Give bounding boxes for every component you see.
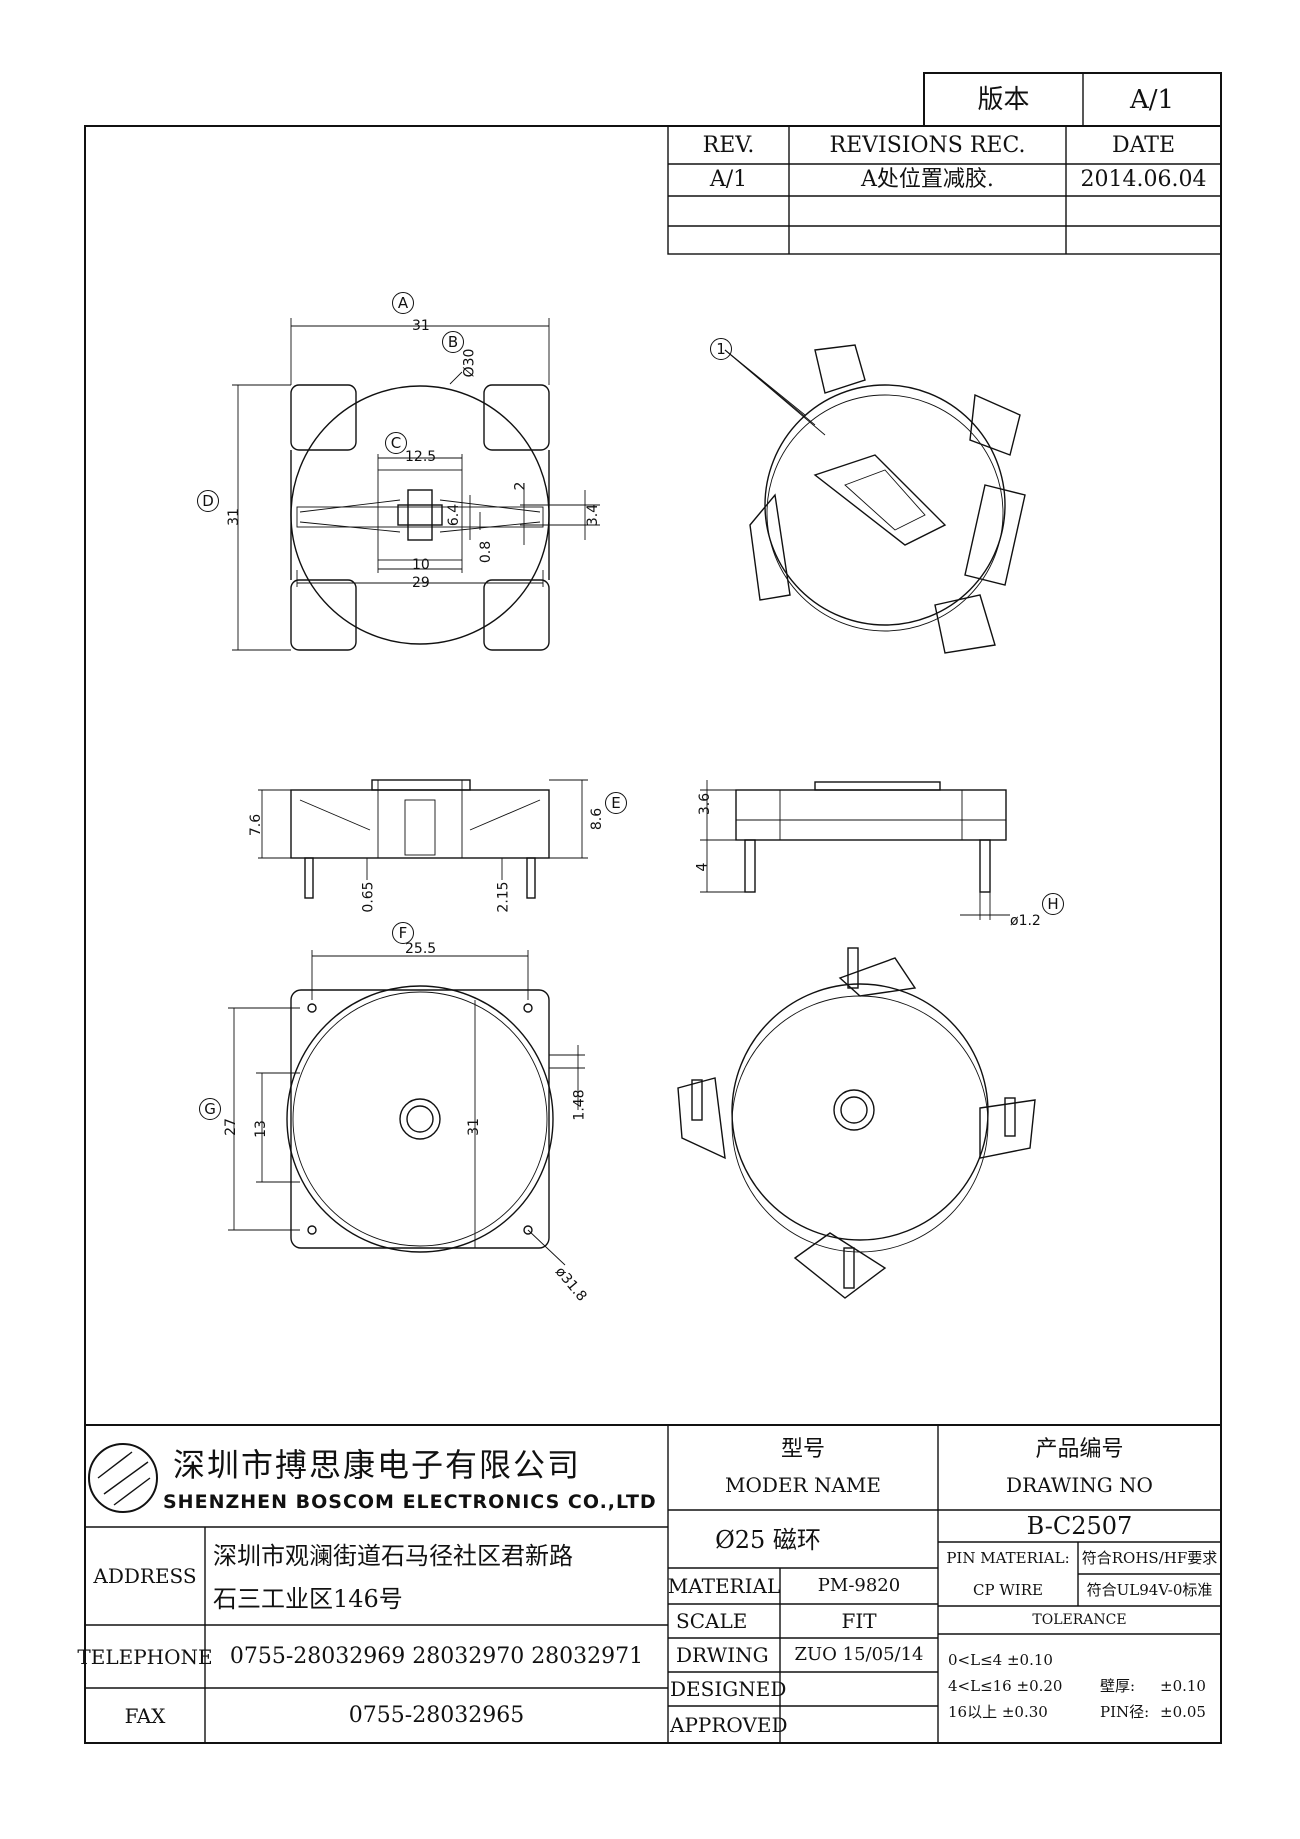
approved-label: APPROVED [670, 1712, 788, 1737]
model-label-en: MODER NAME [725, 1473, 881, 1497]
callout-d: D [197, 490, 219, 512]
tolerance-label: TOLERANCE [1032, 1612, 1127, 1628]
dim-pin: ø1.2 [1010, 913, 1041, 929]
model-value: Ø25 磁环 [715, 1526, 821, 1554]
wall-thickness-label: 壁厚: [1100, 1676, 1136, 1695]
rev-header: REV. [702, 133, 755, 158]
dim-3-6: 3.6 [697, 792, 714, 816]
callout-e: E [605, 792, 627, 814]
version-label: 版本 [977, 84, 1030, 115]
cp-wire-label: CP WIRE [973, 1580, 1043, 1599]
tolerance-row-2: 4<L≤16 ±0.20 [948, 1676, 1063, 1695]
fax-label: FAX [124, 1703, 166, 1728]
bottom-view [228, 950, 585, 1266]
tolerance-row-3: 16以上 ±0.30 [948, 1702, 1048, 1721]
fax-value: 0755-28032965 [348, 1702, 525, 1728]
dim-c: 12.5 [405, 449, 437, 465]
dim-3-4: 3.4 [585, 503, 602, 527]
dim-29: 29 [412, 575, 430, 591]
revision-date: 2014.06.04 [1080, 167, 1207, 192]
scale-value: FIT [841, 1609, 877, 1633]
telephone-label: TELEPHONE [77, 1644, 213, 1669]
company-logo [88, 1443, 158, 1513]
dim-8-6: 8.6 [589, 807, 606, 831]
callout-g: G [199, 1098, 221, 1120]
dim-13: 13 [252, 1120, 269, 1138]
dim-1-48: 1.48 [571, 1089, 588, 1121]
callout-b: B [442, 331, 464, 353]
iso-view-top [724, 344, 1026, 654]
dim-27: 27 [222, 1118, 239, 1136]
callout-f: F [392, 922, 414, 944]
drawing-value: B-C2507 [1026, 1512, 1133, 1540]
callout-c: C [385, 432, 407, 454]
title-block-frame [84, 1424, 1222, 1744]
company-name-en: SHENZHEN BOSCOM ELECTRONICS CO.,LTD [163, 1490, 657, 1513]
callout-h: H [1042, 893, 1064, 915]
date-header: DATE [1111, 133, 1176, 158]
scale-label: SCALE [676, 1609, 748, 1633]
dim-6-4: 6.4 [446, 503, 463, 527]
top-view [232, 318, 600, 651]
callout-1: 1 [710, 338, 732, 360]
drwing-value: ZUO 15/05/14 [794, 1644, 924, 1665]
address-line-2: 石三工业区146号 [213, 1585, 403, 1613]
drawing-label-cn: 产品编号 [1035, 1437, 1124, 1462]
address-label: ADDRESS [93, 1564, 197, 1588]
pin-material-label: PIN MATERIAL: [946, 1548, 1070, 1567]
pin-diameter-value: ±0.05 [1160, 1702, 1206, 1721]
dim-0-65: 0.65 [360, 881, 377, 913]
rev-value: A/1 [709, 167, 748, 192]
tolerance-row-1: 0<L≤4 ±0.10 [948, 1650, 1053, 1669]
dim-25-5: 25.5 [405, 941, 437, 957]
version-value: A/1 [1129, 84, 1175, 115]
callout-a: A [392, 292, 414, 314]
dim-2-15: 2.15 [495, 881, 512, 913]
wall-thickness-value: ±0.10 [1160, 1676, 1206, 1695]
designed-label: DESIGNED [670, 1677, 787, 1701]
revisions-rec-header: REVISIONS REC. [829, 133, 1026, 158]
pin-material-value: 符合ROHS/HF要求 [1081, 1548, 1218, 1567]
company-name-cn: 深圳市搏思康电子有限公司 [173, 1446, 582, 1484]
pin-diameter-label: PIN径: [1100, 1702, 1150, 1721]
dim-31: 31 [465, 1118, 482, 1136]
dim-b: Ø30 [461, 348, 478, 378]
dim-7-6: 7.6 [248, 813, 265, 837]
side-view-left [258, 779, 588, 899]
dim-2: 2 [512, 481, 529, 491]
material-label: MATERIAL [667, 1574, 781, 1598]
dim-10: 10 [412, 557, 430, 573]
revision-table-frame [667, 125, 1222, 255]
side-view-right [700, 780, 1010, 920]
iso-view-bottom [677, 947, 1036, 1299]
dim-d: 31 [225, 508, 242, 526]
dim-4: 4 [694, 862, 711, 872]
dim-0-8: 0.8 [478, 540, 495, 564]
model-label-cn: 型号 [780, 1437, 825, 1462]
dim-a: 31 [412, 318, 430, 334]
material-value: PM-9820 [817, 1575, 901, 1596]
drwing-label: DRWING [676, 1643, 769, 1667]
drawing-label-en: DRAWING NO [1006, 1473, 1153, 1497]
telephone-value: 0755-28032969 28032970 28032971 [229, 1643, 644, 1669]
cp-wire-value: 符合UL94V-0标准 [1086, 1580, 1213, 1599]
address-line-1: 深圳市观澜街道石马径社区君新路 [213, 1542, 573, 1570]
revision-note: A处位置减胶. [861, 167, 994, 192]
